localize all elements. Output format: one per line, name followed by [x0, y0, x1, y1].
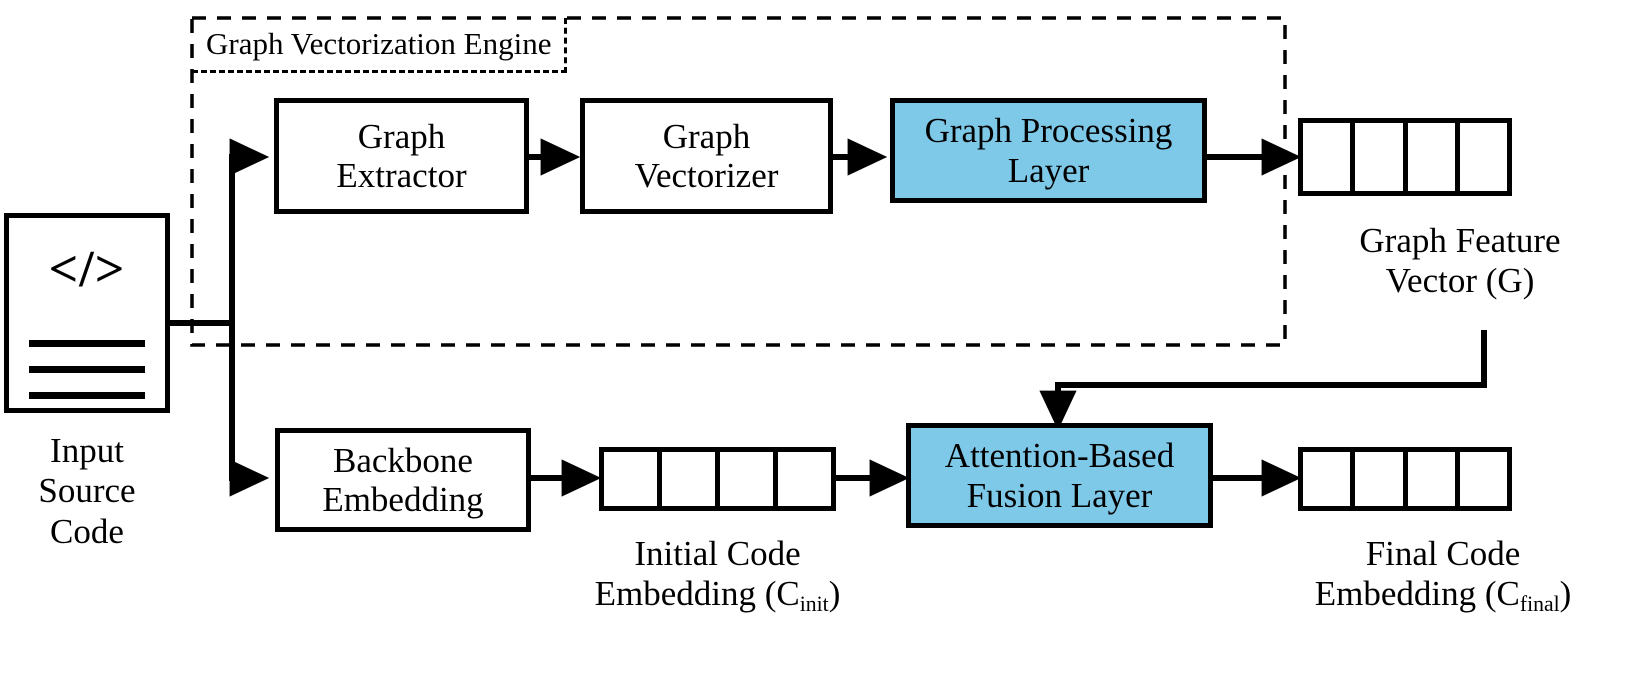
connector-source-to-graph-extractor	[229, 138, 270, 323]
group-title-graph-vectorization-engine: Graph Vectorization Engine	[192, 18, 567, 73]
node-graph-processing-layer[interactable]: Graph Processing Layer	[890, 98, 1207, 203]
final-embedding-label-pre: Embedding (C	[1314, 574, 1520, 614]
input-label-line-1: Input	[50, 431, 124, 470]
code-tag-icon: </>	[48, 241, 126, 298]
node-backbone-embedding[interactable]: Backbone Embedding	[275, 428, 531, 532]
vector-cell	[1355, 123, 1408, 191]
vector-final-code-embedding-label: Final Code Embedding (Cfinal)	[1243, 534, 1643, 616]
final-embedding-label-line-1: Final Code	[1365, 534, 1521, 573]
initial-embedding-label-sub: init	[799, 591, 829, 616]
graph-vectorizer-line-2: Vectorizer	[634, 156, 779, 195]
graph-vectorizer-line-1: Graph	[662, 116, 751, 156]
graph-processing-layer-line-2: Layer	[1007, 150, 1090, 190]
vector-cell	[662, 452, 720, 506]
node-graph-vectorizer[interactable]: Graph Vectorizer	[580, 98, 833, 214]
backbone-embedding-line-2: Embedding	[322, 480, 484, 519]
final-embedding-label-line-2: Embedding (Cfinal)	[1243, 574, 1643, 616]
graph-feature-label-pre: Vector (G	[1385, 261, 1523, 301]
graph-feature-label-line-1: Graph Feature	[1359, 221, 1561, 260]
graph-extractor-line-2: Extractor	[336, 156, 467, 195]
vector-cell	[1303, 452, 1356, 506]
vector-cell	[1460, 123, 1507, 191]
graph-feature-label-post: )	[1522, 261, 1535, 301]
connector-graph-vector-to-fusion	[1039, 330, 1487, 431]
connector-source-to-backbone-embedding	[229, 323, 270, 497]
input-source-code-label: Input Source Code	[0, 431, 182, 552]
attention-fusion-line-1: Attention-Based	[944, 436, 1175, 476]
group-title-label: Graph Vectorization Engine	[206, 26, 552, 61]
vector-initial-code-embedding	[599, 447, 836, 511]
vector-cell	[1460, 452, 1507, 506]
initial-embedding-label-pre: Embedding (C	[594, 574, 800, 614]
code-line-2	[29, 366, 145, 373]
node-graph-extractor[interactable]: Graph Extractor	[274, 98, 529, 214]
vector-cell	[1303, 123, 1356, 191]
input-label-line-2: Source	[38, 471, 136, 511]
node-attention-fusion-layer[interactable]: Attention-Based Fusion Layer	[906, 423, 1213, 528]
vector-graph-feature-label: Graph Feature Vector (G)	[1290, 221, 1630, 302]
input-label-line-3: Code	[50, 511, 124, 551]
initial-embedding-label-line-2: Embedding (Cinit)	[565, 574, 870, 616]
initial-embedding-label-post: )	[828, 574, 841, 614]
backbone-embedding-line-1: Backbone	[333, 440, 473, 480]
input-source-code-icon: </>	[4, 213, 170, 413]
final-embedding-label-post: )	[1559, 574, 1572, 614]
graph-extractor-line-1: Graph	[357, 116, 446, 156]
code-line-1	[29, 340, 145, 347]
vector-cell	[604, 452, 662, 506]
vector-cell	[1408, 452, 1460, 506]
graph-feature-label-line-2: Vector (G)	[1290, 261, 1630, 301]
vector-cell	[1355, 452, 1408, 506]
initial-embedding-label-line-1: Initial Code	[634, 534, 801, 573]
vector-cell	[1408, 123, 1460, 191]
vector-graph-feature	[1298, 118, 1512, 196]
attention-fusion-line-2: Fusion Layer	[966, 475, 1153, 515]
final-embedding-label-sub: final	[1519, 591, 1560, 616]
vector-final-code-embedding	[1298, 447, 1512, 511]
vector-cell	[778, 452, 831, 506]
code-line-3	[29, 392, 145, 399]
vector-cell	[720, 452, 778, 506]
graph-processing-layer-line-1: Graph Processing	[924, 111, 1173, 151]
vector-initial-code-embedding-label: Initial Code Embedding (Cinit)	[565, 534, 870, 616]
group-frame-dashed	[190, 16, 1287, 347]
